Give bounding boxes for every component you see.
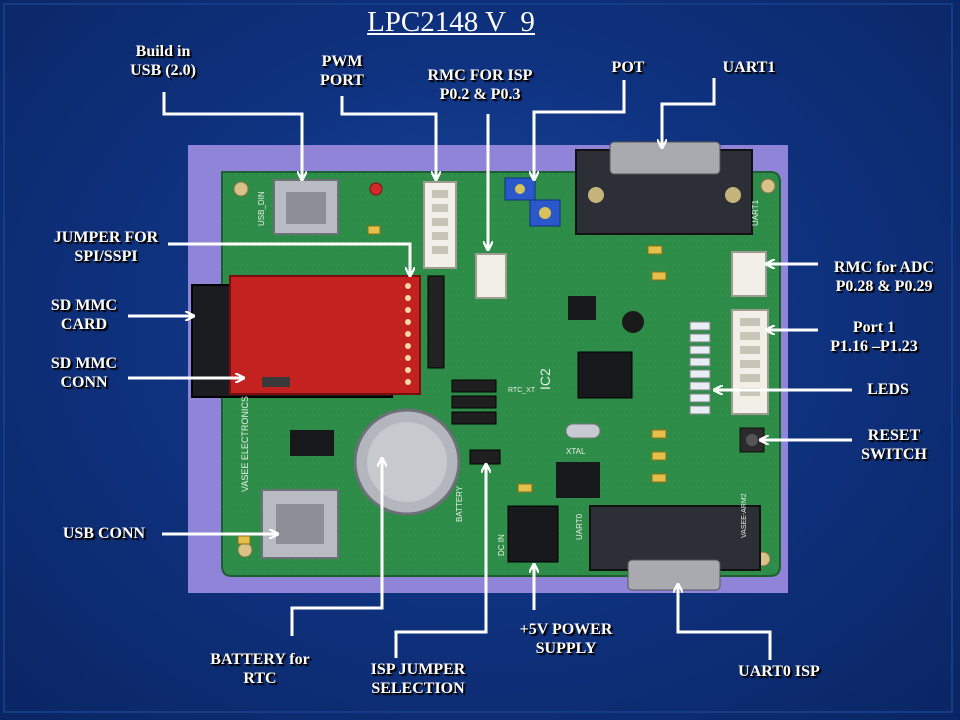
label-rmc-for-adc: RMC for ADC P0.28 & P0.29 [833,259,935,295]
board-photo-panel [188,145,788,593]
label-pot: POT [611,59,645,76]
label-pwm-port: PWM PORT [320,53,364,89]
label-rmc-for-isp: RMC FOR ISP P0.2 & P0.3 [427,67,533,103]
label-uart1: UART1 [722,59,776,76]
slide-border [3,3,953,713]
label-sd-mmc-conn: SD MMC CONN [50,355,118,391]
label-battery-for-rtc: BATTERY for RTC [210,651,310,687]
slide-title: LPC2148 V_9 [367,6,535,38]
label-isp-jumper-selection: ISP JUMPER SELECTION [370,661,466,697]
label-uart0-isp: UART0 ISP [738,663,820,680]
label-usb-conn: USB CONN [62,525,146,542]
label-5v-power-supply: +5V POWER SUPPLY [519,621,613,657]
label-reset-switch: RESET SWITCH [861,427,927,463]
label-build-in-usb: Build in USB (2.0) [130,43,196,79]
label-port1: Port 1 P1.16 –P1.23 [830,319,918,355]
label-leds: LEDS [867,381,909,398]
label-jumper-for-spi: JUMPER FOR SPI/SSPI [53,229,159,265]
label-sd-mmc-card: SD MMC CARD [50,297,118,333]
